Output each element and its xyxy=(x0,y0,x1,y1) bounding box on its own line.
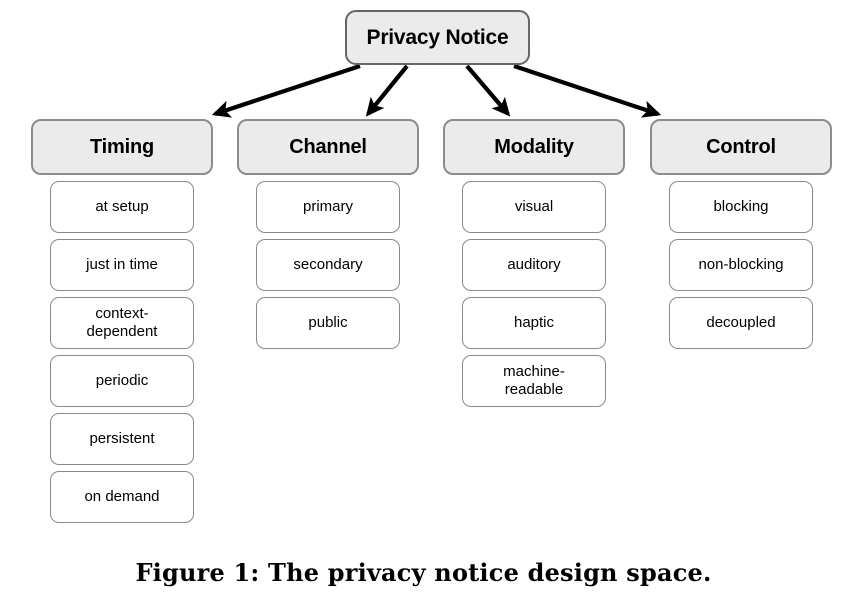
column-channel: Channel primary secondary public xyxy=(237,119,419,349)
leaf-node: machine- readable xyxy=(462,355,606,407)
category-header-modality: Modality xyxy=(443,119,625,175)
arrow-to-control xyxy=(513,64,662,118)
leaf-node: primary xyxy=(256,181,400,233)
category-header-control: Control xyxy=(650,119,832,175)
leaf-list-control: blocking non-blocking decoupled xyxy=(669,181,813,355)
category-header-label: Channel xyxy=(289,135,367,158)
leaf-node: haptic xyxy=(462,297,606,349)
arrow-to-channel xyxy=(365,64,409,117)
leaf-node: persistent xyxy=(50,413,194,465)
category-header-label: Timing xyxy=(90,135,154,158)
leaf-node: blocking xyxy=(669,181,813,233)
leaf-node: public xyxy=(256,297,400,349)
category-header-label: Modality xyxy=(494,135,574,158)
leaf-node: decoupled xyxy=(669,297,813,349)
root-node-privacy-notice: Privacy Notice xyxy=(345,10,530,65)
leaf-node: secondary xyxy=(256,239,400,291)
figure-caption: Figure 1: The privacy notice design spac… xyxy=(135,558,712,587)
column-control: Control blocking non-blocking decoupled xyxy=(650,119,832,349)
category-header-timing: Timing xyxy=(31,119,213,175)
leaf-node: auditory xyxy=(462,239,606,291)
leaf-node: visual xyxy=(462,181,606,233)
leaf-list-modality: visual auditory haptic machine- readable xyxy=(462,181,606,413)
arrow-to-timing xyxy=(211,64,361,118)
category-header-label: Control xyxy=(706,135,776,158)
column-modality: Modality visual auditory haptic machine-… xyxy=(443,119,625,407)
leaf-list-timing: at setup just in time context- dependent… xyxy=(50,181,194,529)
leaf-node: just in time xyxy=(50,239,194,291)
category-header-channel: Channel xyxy=(237,119,419,175)
leaf-node: periodic xyxy=(50,355,194,407)
leaf-node: non-blocking xyxy=(669,239,813,291)
leaf-node: at setup xyxy=(50,181,194,233)
column-timing: Timing at setup just in time context- de… xyxy=(31,119,213,523)
arrow-to-modality xyxy=(465,64,511,117)
leaf-list-channel: primary secondary public xyxy=(256,181,400,355)
leaf-node: on demand xyxy=(50,471,194,523)
leaf-node: context- dependent xyxy=(50,297,194,349)
root-node-label: Privacy Notice xyxy=(366,25,509,49)
